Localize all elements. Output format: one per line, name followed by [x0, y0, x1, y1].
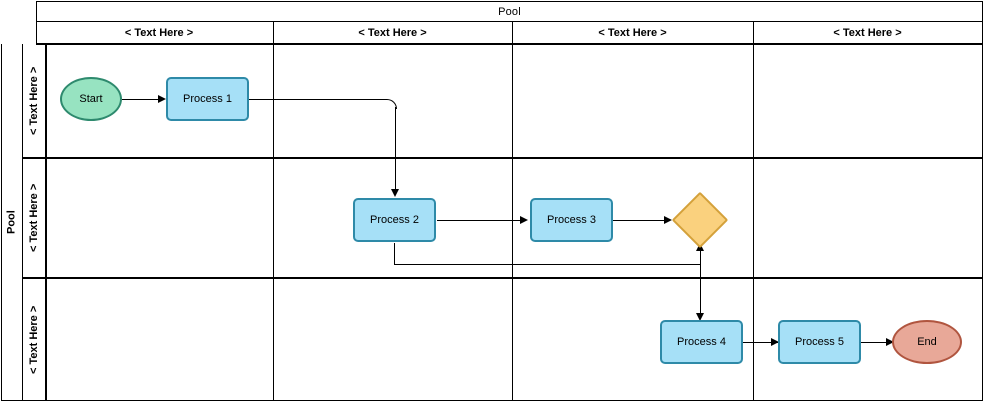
- edge-process5-to-end: [861, 342, 892, 343]
- edge-process4-to-process5: [743, 342, 778, 343]
- grid-line-top: [36, 1, 983, 2]
- edge-gateway-to-process4: [700, 249, 701, 317]
- node-process-2[interactable]: Process 2: [353, 198, 436, 242]
- node-process-1-label: Process 1: [183, 93, 232, 105]
- grid-line-lane-label-left: [22, 44, 23, 401]
- node-process-3-label: Process 3: [547, 214, 596, 226]
- node-end-event-label: End: [917, 336, 937, 348]
- grid-line-lane-2: [22, 277, 983, 279]
- node-process-5[interactable]: Process 5: [778, 320, 861, 364]
- node-process-5-label: Process 5: [795, 336, 844, 348]
- grid-line-column-2: [512, 22, 513, 401]
- node-start-event-label: Start: [79, 93, 103, 105]
- grid-line-header-left: [36, 1, 37, 44]
- arrowhead-gateway-to-process4: [696, 313, 704, 321]
- grid-line-bottom-outer: [1, 400, 983, 401]
- arrowhead-process2-to-process3: [520, 216, 528, 224]
- edge-process3-to-gateway: [613, 220, 665, 221]
- node-end-event[interactable]: End: [892, 320, 962, 364]
- node-gateway-1[interactable]: [671, 191, 729, 249]
- grid-line-left-outer: [1, 44, 2, 401]
- edge-process1-to-process2-vertical: [395, 107, 396, 190]
- edge-process2-to-process3: [437, 220, 521, 221]
- grid-line-lane-1: [22, 157, 983, 159]
- lane-label-1: < Text Here >: [28, 183, 40, 253]
- column-header-0: < Text Here >: [124, 26, 194, 39]
- edge-process2-to-gateway-horizontal: [394, 264, 701, 265]
- arrowhead-process1-to-process2: [391, 189, 399, 197]
- grid-line-header-right: [982, 1, 983, 44]
- pool-label-left: Pool: [5, 210, 18, 235]
- grid-line-colhead-bottom: [36, 43, 983, 45]
- arrowhead-start-to-process1: [158, 95, 166, 103]
- lane-label-0: < Text Here >: [28, 66, 40, 135]
- column-header-1: < Text Here >: [358, 26, 427, 39]
- arrowhead-process5-to-end: [886, 338, 894, 346]
- edge-start-to-process1: [122, 99, 160, 100]
- grid-line-right-outer: [982, 44, 983, 401]
- grid-line-pool-bottom: [36, 21, 983, 22]
- node-process-3[interactable]: Process 3: [530, 198, 613, 242]
- arrowhead-process4-to-process5: [771, 338, 779, 346]
- arrowhead-process3-to-gateway: [664, 216, 672, 224]
- node-process-2-label: Process 2: [370, 214, 419, 226]
- column-header-3: < Text Here >: [833, 26, 902, 39]
- grid-line-lane-label-right: [45, 44, 47, 401]
- node-process-4[interactable]: Process 4: [660, 320, 743, 364]
- node-process-4-label: Process 4: [677, 336, 726, 348]
- node-start-event[interactable]: Start: [60, 77, 122, 121]
- edge-process1-to-process2-horizontal: [249, 99, 387, 100]
- gateway-diamond-icon: [671, 191, 729, 249]
- column-header-2: < Text Here >: [598, 26, 667, 39]
- lane-label-2: < Text Here >: [28, 305, 40, 374]
- grid-line-column-3: [753, 22, 754, 401]
- pool-title-top: Pool: [498, 5, 521, 18]
- node-process-1[interactable]: Process 1: [166, 77, 249, 121]
- edge-process2-to-gateway-vertical-down: [394, 243, 395, 264]
- grid-line-column-1: [273, 22, 274, 401]
